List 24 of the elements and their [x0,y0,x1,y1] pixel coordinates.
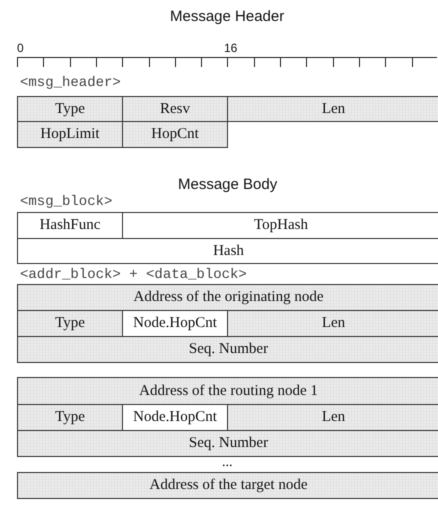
field-cell: Len [227,310,438,337]
field-cell: Type [17,310,123,337]
field-cell: Len [227,96,438,122]
field-cell: Address of the routing node 1 [17,377,438,405]
field-cell: Resv [122,96,228,122]
field-cell: Address of the originating node [17,284,438,311]
field-cell: HopCnt [122,121,228,148]
field-cell: HashFunc [17,212,123,239]
ellipsis: ... [222,455,232,471]
field-cell: Seq. Number [17,336,438,363]
field-cell: Len [227,404,438,431]
field-cell: Hash [17,238,438,264]
field-cell: HopLimit [17,121,123,148]
bit-number: 0 [17,41,24,55]
section-heading: Message Header [170,8,284,25]
section-heading: Message Body [178,176,278,193]
field-cell: Address of the target node [17,472,438,499]
block-tag: <addr_block> + <data_block> [20,267,247,283]
field-cell: Type [17,96,123,122]
bit-number: 16 [224,41,238,55]
field-cell: Seq. Number [17,430,438,457]
block-tag: <msg_block> [20,194,112,210]
block-tag: <msg_header> [20,75,121,91]
field-cell: Type [17,404,123,431]
